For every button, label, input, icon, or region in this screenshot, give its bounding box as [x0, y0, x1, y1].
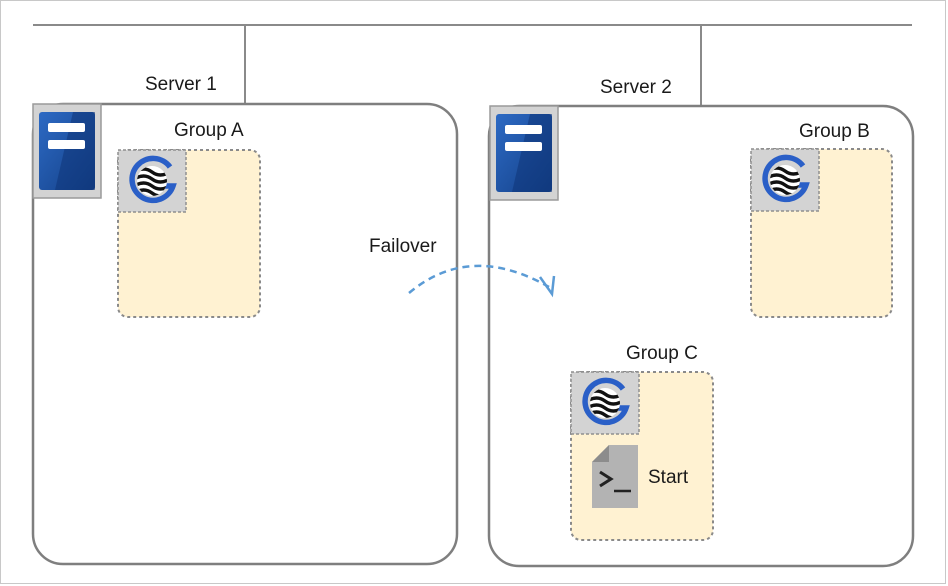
failover-arrow — [408, 264, 556, 298]
group-resource-icon — [751, 149, 819, 211]
server-icon — [32, 103, 102, 199]
group-resource-icon — [571, 372, 639, 434]
group-b-label: Group B — [799, 121, 870, 142]
group-a-label: Group A — [174, 120, 244, 141]
script-terminal-icon — [592, 445, 638, 508]
network-line — [33, 24, 912, 106]
failover-label: Failover — [369, 236, 437, 257]
group-resource-icon — [118, 150, 186, 212]
server-2-label: Server 2 — [600, 77, 672, 98]
server-icon — [489, 105, 559, 201]
server-1-label: Server 1 — [145, 74, 217, 95]
start-script-label: Start — [648, 467, 689, 488]
group-c-label: Group C — [626, 343, 698, 364]
